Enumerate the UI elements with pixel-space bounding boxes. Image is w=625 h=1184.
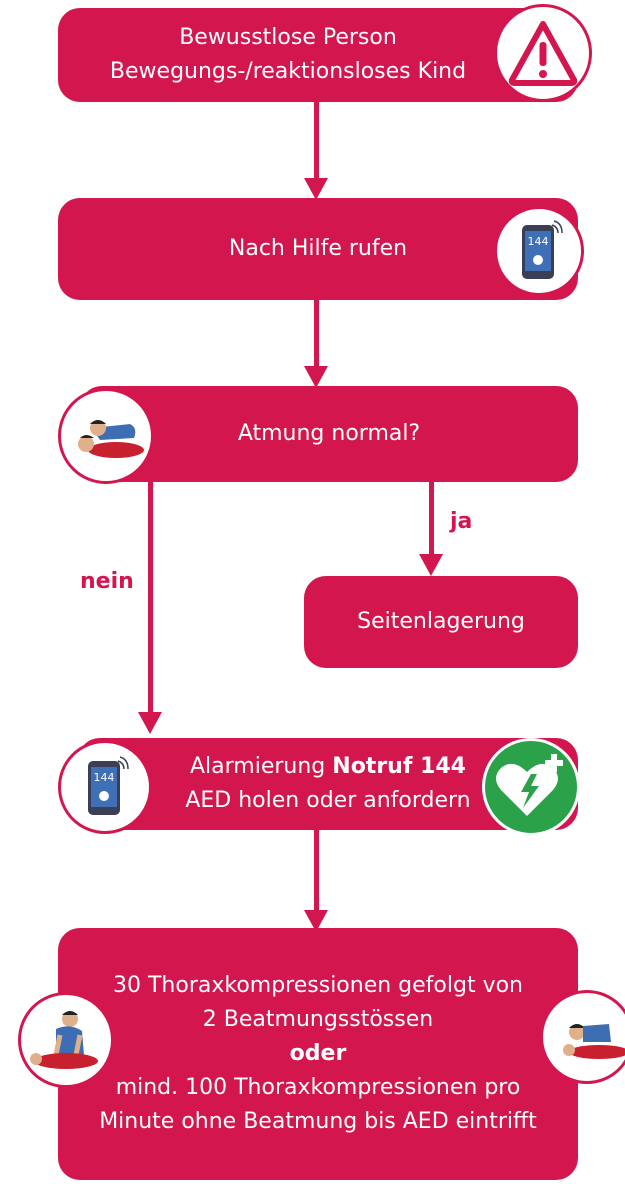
step-recovery-position: Seitenlagerung bbox=[304, 576, 578, 668]
cpr-compression-icon bbox=[18, 992, 114, 1088]
rescue-breath-icon bbox=[540, 990, 625, 1084]
phone-number: 144 bbox=[94, 771, 115, 784]
connector-arrow bbox=[314, 300, 319, 370]
warning-icon bbox=[494, 4, 592, 102]
phone-icon: 144 bbox=[494, 206, 584, 296]
branch-label-yes: ja bbox=[450, 509, 473, 534]
step-cpr-line2: 2 Beatmungsstössen bbox=[202, 1007, 434, 1032]
branch-line-yes bbox=[429, 482, 434, 558]
step-cpr-line1: 30 Thoraxkompressionen gefolgt von bbox=[112, 973, 524, 998]
emergency-number: Notruf 144 bbox=[332, 754, 466, 779]
step-cpr-line3: mind. 100 Thoraxkompressionen pro bbox=[115, 1075, 521, 1100]
step-call-for-help-text: Nach Hilfe rufen bbox=[228, 236, 408, 261]
arrowhead bbox=[304, 178, 328, 200]
arrowhead bbox=[304, 910, 328, 932]
step-unconscious-line2: Bewegungs-/reaktionsloses Kind bbox=[109, 59, 467, 84]
step-cpr: 30 Thoraxkompressionen gefolgt von 2 Bea… bbox=[58, 928, 578, 1180]
connector-arrow bbox=[314, 102, 319, 182]
step-recovery-position-text: Seitenlagerung bbox=[357, 609, 525, 634]
arrowhead-no bbox=[138, 712, 162, 734]
arrowhead-yes bbox=[419, 554, 443, 576]
phone-icon: 144 bbox=[58, 740, 152, 834]
step-breathing-check-text: Atmung normal? bbox=[237, 421, 421, 446]
branch-line-no bbox=[148, 482, 153, 716]
step-breathing-check: Atmung normal? bbox=[80, 386, 578, 482]
step-unconscious-person: Bewusstlose Person Bewegungs-/reaktionsl… bbox=[58, 8, 578, 102]
step-alert-line2: AED holen oder anfordern bbox=[185, 788, 471, 813]
branch-label-no: nein bbox=[80, 569, 134, 594]
step-alert-line1: Alarmierung Notruf 144 bbox=[190, 750, 466, 784]
step-call-for-help: Nach Hilfe rufen bbox=[58, 198, 578, 300]
step-cpr-line4: Minute ohne Beatmung bis AED eintrifft bbox=[99, 1109, 537, 1134]
step-alert-prefix: Alarmierung bbox=[190, 754, 333, 779]
step-cpr-or: oder bbox=[289, 1041, 347, 1066]
arrowhead bbox=[304, 366, 328, 388]
connector-arrow bbox=[314, 830, 319, 914]
phone-number: 144 bbox=[528, 235, 549, 248]
breathing-check-icon bbox=[58, 388, 154, 484]
aed-icon bbox=[482, 738, 580, 836]
step-unconscious-line1: Bewusstlose Person bbox=[179, 25, 397, 50]
